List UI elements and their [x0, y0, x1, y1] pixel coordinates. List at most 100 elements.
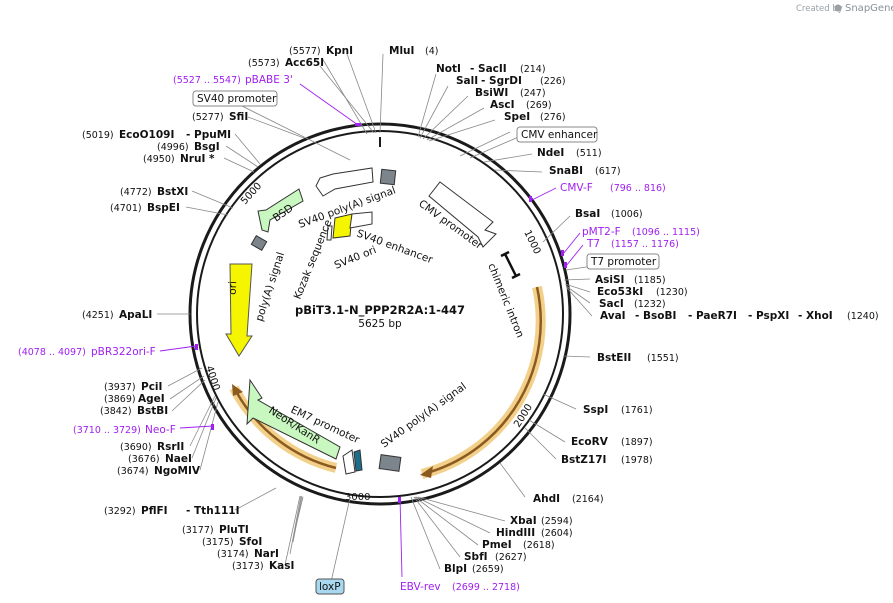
- site-pos: (3674): [117, 466, 149, 477]
- site-pos: (4251): [82, 310, 114, 321]
- sv40-pa-top-arrow: [315, 167, 374, 197]
- sv40-pa-right-label: SV40 poly(A) signal: [379, 380, 469, 450]
- site-name: BlpI: [444, 563, 467, 575]
- site-pos: (1551): [647, 353, 679, 364]
- site-name: HindIII: [496, 527, 535, 539]
- site-name: - SgrDI: [481, 75, 522, 87]
- site-labels: MluI (4) NotI - SacII (214) SalI - SgrDI…: [82, 45, 879, 575]
- site-leader-lines: [157, 53, 621, 583]
- site-name: Acc65I: [285, 57, 324, 69]
- site-name: - PaeR7I: [688, 310, 737, 322]
- cmv-promoter-arrow: [428, 181, 497, 248]
- box-loxp: [315, 578, 345, 595]
- t7-promoter-label: T7 promoter: [590, 256, 657, 268]
- site-pos: (276): [540, 112, 566, 123]
- site-name: SbfI: [464, 551, 488, 563]
- plasmid-length: 5625 bp: [358, 318, 402, 330]
- site-pos: (2164): [572, 494, 604, 505]
- primer-name: EBV-rev: [400, 581, 441, 593]
- site-name: - Tth111I: [186, 505, 240, 517]
- bsd-arrow: [257, 188, 304, 233]
- site-name: BstZ17I: [561, 454, 606, 466]
- sv40-promoter-label: SV40 promoter: [197, 93, 277, 105]
- teal-feature: [353, 449, 363, 472]
- site-name: MluI: [389, 45, 414, 57]
- primer-range: (4078 .. 4097): [18, 347, 86, 358]
- site-name: SnaBI: [549, 165, 583, 177]
- site-pos: (4772): [120, 187, 152, 198]
- watermark-prefix: Created by: [796, 4, 843, 14]
- primer-range: (796 .. 816): [610, 183, 666, 194]
- primer-range: (2699 .. 2718): [452, 582, 520, 593]
- primer-name: CMV-F: [560, 182, 593, 194]
- primer-labels: (5527 .. 5547) pBABE 3' CMV-F (796 .. 81…: [18, 74, 700, 593]
- orf-arrowhead-left: [232, 384, 243, 396]
- site-name: BstBI: [137, 405, 168, 417]
- primer-name: pMT2-F: [582, 226, 621, 238]
- site-name: AscI: [490, 99, 515, 111]
- site-name: SfiI: [229, 111, 248, 123]
- chimeric-intron-mark: [500, 250, 521, 280]
- primer-range: (1157 .. 1176): [611, 239, 679, 250]
- site-pos: (3174): [217, 549, 249, 560]
- site-name: - BsoBI: [635, 310, 676, 322]
- site-pos: (1230): [656, 287, 688, 298]
- site-name: NotI: [436, 63, 461, 75]
- site-name: XbaI: [510, 515, 537, 527]
- em7-small-arrow: [342, 449, 356, 475]
- tick-1000: 1000: [521, 228, 542, 256]
- site-name: - XhoI: [798, 310, 833, 322]
- site-pos: (2618): [523, 540, 555, 551]
- site-pos: (2604): [541, 528, 573, 539]
- orf-arrow-right: [429, 286, 542, 474]
- site-name: NdeI: [537, 147, 564, 159]
- pa-signal-block: [250, 234, 268, 252]
- site-pos: (1185): [634, 275, 666, 286]
- site-pos: (5577): [289, 46, 321, 57]
- pa-signal-label: poly(A) signal: [253, 251, 287, 323]
- site-pos: (4): [425, 46, 438, 57]
- cmv-enhancer-label: CMV enhancer: [521, 129, 598, 141]
- primer-name: Neo-F: [145, 424, 176, 436]
- boxed-features: SV40 promoter CMV enhancer T7 promoter l…: [192, 90, 660, 595]
- site-pos: (2659): [472, 564, 504, 575]
- site-pos: (617): [595, 166, 621, 177]
- primer-range: (5527 .. 5547): [173, 75, 241, 86]
- site-pos: (247): [520, 88, 546, 99]
- sv40-ori-block: [332, 213, 353, 239]
- site-name: NgoMIV: [154, 465, 201, 477]
- site-name: SalI: [456, 75, 478, 87]
- site-pos: (3177): [182, 525, 214, 536]
- primer-name: T7: [586, 238, 600, 250]
- site-name: PmeI: [482, 539, 512, 551]
- ori-arrow: [225, 263, 253, 357]
- site-name: AhdI: [533, 493, 560, 505]
- sv40-enhancer-block: [349, 211, 373, 229]
- ori-label: ori: [227, 281, 239, 295]
- box-sv40-promoter: [192, 90, 278, 107]
- snapgene-logo-icon: [834, 4, 842, 12]
- primer-name: pBABE 3': [245, 74, 293, 86]
- site-pos: (511): [576, 148, 602, 159]
- site-pos: (3937): [104, 382, 136, 393]
- chimeric-intron-label: chimeric intron: [485, 262, 526, 340]
- site-pos: (1232): [634, 299, 666, 310]
- site-pos: (5277): [192, 112, 224, 123]
- site-name: - PspXI: [748, 310, 789, 322]
- site-pos: (1978): [621, 455, 653, 466]
- site-name: BspEI: [147, 202, 180, 214]
- site-name: - PpuMI: [186, 129, 231, 141]
- site-name: BstXI: [157, 186, 188, 198]
- site-name: RsrII: [157, 441, 184, 453]
- neor-arrow: [246, 378, 341, 460]
- primer-range: (1096 .. 1115): [632, 227, 700, 238]
- orf-arrow-left: [235, 392, 337, 470]
- site-pos: (4996): [157, 142, 189, 153]
- site-pos: (226): [540, 76, 566, 87]
- orf-arrowhead-right: [420, 466, 433, 478]
- sv40-pa-right-block: [378, 454, 402, 472]
- site-name: SacI: [599, 298, 624, 310]
- box-cmv-enhancer: [516, 126, 598, 143]
- site-name: NaeI: [165, 453, 192, 465]
